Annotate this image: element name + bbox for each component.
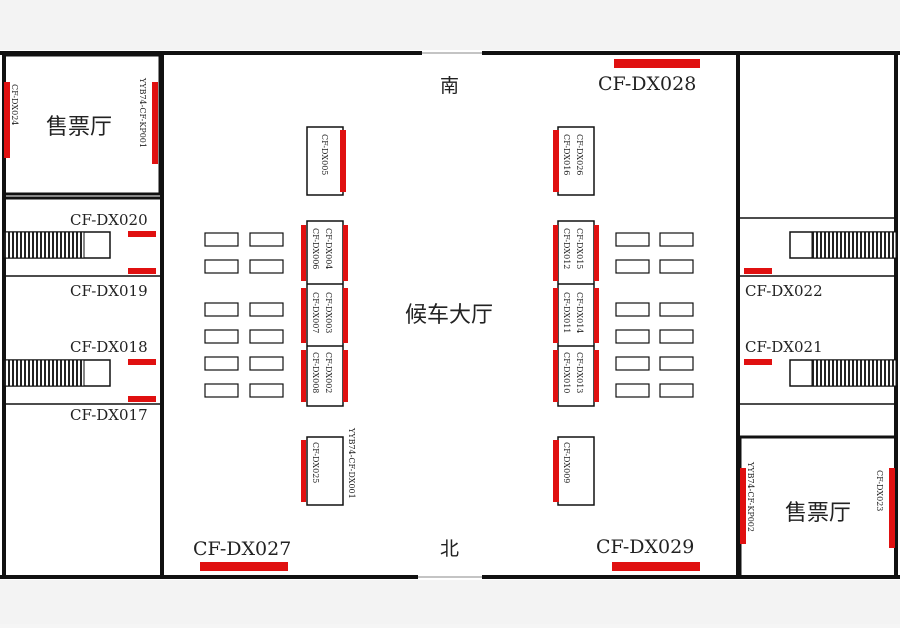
dx022-label: CF-DX022: [745, 282, 823, 300]
kp002-label: YYB74-CF-KP002: [746, 461, 755, 532]
bench: [659, 232, 694, 247]
dx023-label: CF-DX023: [875, 470, 884, 511]
dx027-label: CF-DX027: [193, 538, 291, 560]
device-dx001: YYB74-CF-DX001: [347, 427, 356, 499]
bench: [615, 356, 650, 371]
bench: [204, 232, 239, 247]
dx019-label: CF-DX019: [70, 282, 148, 300]
dx017-label: CF-DX017: [70, 406, 148, 424]
bench: [204, 383, 239, 398]
device-dx015: CF-DX015: [575, 228, 584, 269]
dx020-label: CF-DX020: [70, 211, 148, 229]
device-dx009: CF-DX009: [562, 442, 571, 483]
bench: [249, 383, 284, 398]
bench: [615, 383, 650, 398]
red-markers: [4, 59, 895, 571]
bench: [249, 329, 284, 344]
bench: [659, 383, 694, 398]
compass-north: 北: [440, 538, 459, 560]
device-dx025: CF-DX025: [311, 442, 320, 483]
bench: [204, 329, 239, 344]
bench: [615, 302, 650, 317]
bench: [249, 232, 284, 247]
dx024-label: CF-DX024: [10, 84, 19, 125]
dx028-label: CF-DX028: [598, 73, 696, 95]
bench: [659, 302, 694, 317]
bench: [204, 356, 239, 371]
device-dx010: CF-DX010: [562, 352, 571, 393]
bench: [249, 356, 284, 371]
left-stair-1: [3, 231, 111, 259]
device-dx006: CF-DX006: [311, 228, 320, 269]
device-dx008: CF-DX008: [311, 352, 320, 393]
floor-area: [0, 50, 900, 580]
bench: [615, 232, 650, 247]
device-dx013: CF-DX013: [575, 352, 584, 393]
device-dx012: CF-DX012: [562, 228, 571, 269]
bench: [204, 259, 239, 274]
device-dx016: CF-DX016: [562, 134, 571, 175]
hall-devices-left: [306, 126, 344, 506]
left-stair-2: [3, 359, 111, 387]
device-dx026: CF-DX026: [575, 134, 584, 175]
hall-label: 候车大厅: [405, 303, 493, 328]
device-dx002: CF-DX002: [324, 352, 333, 393]
device-dx003: CF-DX003: [324, 292, 333, 333]
right-stair-1: [789, 231, 897, 259]
device-markers: [301, 130, 599, 502]
bench: [659, 329, 694, 344]
ticket-hall-top-left-label: 售票厅: [46, 115, 112, 140]
bench: [249, 259, 284, 274]
bench: [659, 259, 694, 274]
device-dx005: CF-DX005: [320, 134, 329, 175]
right-stair-2: [789, 359, 897, 387]
bench: [659, 356, 694, 371]
device-dx014: CF-DX014: [575, 292, 584, 333]
device-dx011: CF-DX011: [562, 292, 571, 333]
hall-devices-right: [557, 126, 595, 506]
dx021-label: CF-DX021: [745, 338, 823, 356]
kp001-label: YYB74-CF-KP001: [138, 77, 147, 148]
door-lines: [418, 52, 482, 578]
benches: [204, 232, 694, 398]
ticket-hall-bottom-right-label: 售票厅: [785, 501, 851, 526]
compass-south: 南: [440, 75, 459, 97]
device-dx004: CF-DX004: [324, 228, 333, 269]
bench: [249, 302, 284, 317]
dx018-label: CF-DX018: [70, 338, 148, 356]
bench: [615, 329, 650, 344]
bench: [615, 259, 650, 274]
bench: [204, 302, 239, 317]
dx029-label: CF-DX029: [596, 536, 694, 558]
device-dx007: CF-DX007: [311, 292, 320, 333]
